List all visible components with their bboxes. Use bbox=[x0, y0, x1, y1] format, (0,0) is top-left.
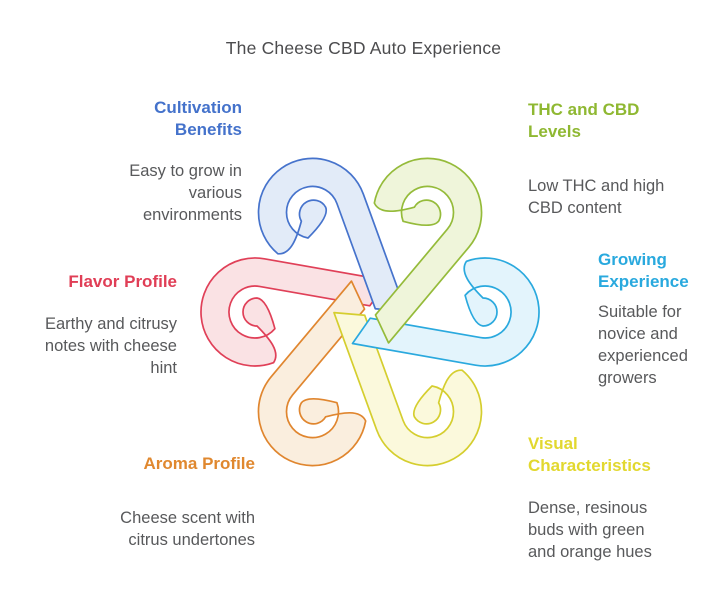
page-title: The Cheese CBD Auto Experience bbox=[225, 38, 502, 58]
body-cultivation-benefits: Easy to grow in various environments bbox=[129, 162, 242, 224]
body-thc-and-cbd-levels: Low THC and high CBD content bbox=[528, 177, 665, 217]
body-flavor-profile: Earthy and citrusy notes with cheese hin… bbox=[44, 315, 177, 377]
heading-cultivation-benefits: Cultivation Benefits bbox=[154, 98, 242, 139]
heading-thc-and-cbd-levels: THC and CBD Levels bbox=[528, 100, 640, 141]
body-growing-experience: Suitable for novice and experienced grow… bbox=[598, 303, 688, 387]
body-aroma-profile: Cheese scent with citrus undertones bbox=[120, 509, 255, 549]
heading-visual-characteristics: Visual Characteristics bbox=[528, 434, 651, 475]
heading-flavor-profile: Flavor Profile bbox=[68, 272, 177, 291]
heading-growing-experience: Growing Experience bbox=[598, 250, 689, 291]
heading-aroma-profile: Aroma Profile bbox=[143, 454, 255, 473]
body-visual-characteristics: Dense, resinous buds with green and oran… bbox=[528, 499, 652, 561]
